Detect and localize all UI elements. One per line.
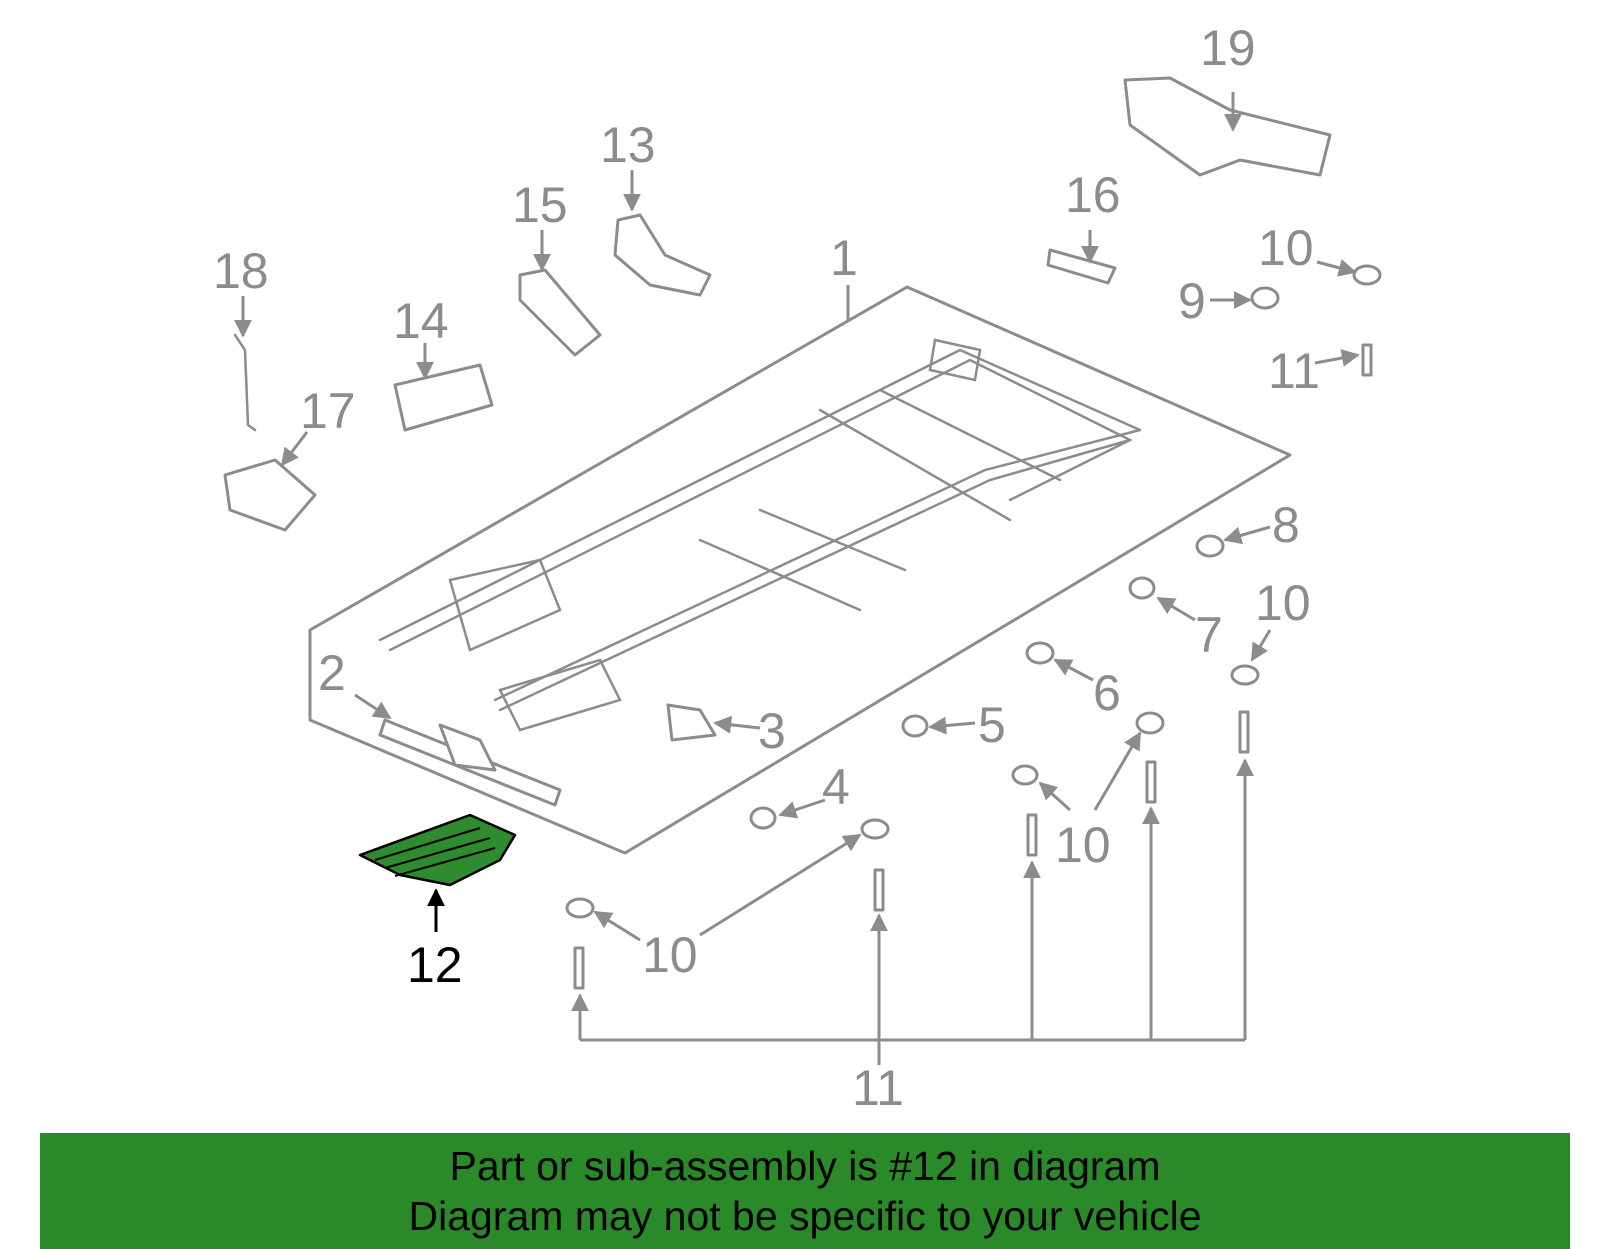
callout-10-a: 10 — [1258, 220, 1314, 276]
callout-5: 5 — [978, 697, 1006, 753]
part-17-mount — [223, 458, 317, 532]
callout-labels: 1 2 3 4 5 6 7 8 9 10 10 10 10 11 11 12 1… — [213, 20, 1320, 1116]
callout-19: 19 — [1200, 20, 1256, 76]
frame-assembly — [308, 285, 1292, 855]
leader-lines — [234, 92, 1360, 1065]
callout-10-d: 10 — [642, 927, 698, 983]
callout-8: 8 — [1272, 497, 1300, 553]
callout-10-b: 10 — [1255, 575, 1311, 631]
fasteners — [565, 264, 1382, 990]
callout-1: 1 — [830, 230, 858, 286]
callout-11-a: 11 — [1268, 343, 1320, 399]
banner-line-disclaimer: Diagram may not be specific to your vehi… — [408, 1193, 1202, 1239]
callout-3: 3 — [758, 703, 786, 759]
part-12-skid-plate — [358, 813, 517, 887]
callout-16: 16 — [1065, 167, 1121, 223]
part-19-crossmember — [1123, 76, 1332, 177]
parts-diagram: 1 2 3 4 5 6 7 8 9 10 10 10 10 11 11 12 1… — [213, 20, 1382, 1116]
part-15-bracket — [518, 268, 602, 357]
callout-7: 7 — [1195, 607, 1223, 663]
info-banner: Part or sub-assembly is #12 in diagram D… — [40, 1133, 1570, 1249]
callout-12: 12 — [407, 937, 463, 993]
part-16-bracket — [1046, 248, 1117, 285]
part-14-bracket — [393, 363, 494, 432]
callout-2: 2 — [318, 645, 346, 701]
callout-10-c: 10 — [1055, 817, 1111, 873]
part-3-bracket — [666, 703, 717, 742]
part-13-bracket — [613, 213, 712, 297]
callout-13: 13 — [600, 117, 656, 173]
callout-18: 18 — [213, 243, 269, 299]
callout-9: 9 — [1178, 273, 1206, 329]
callout-4: 4 — [822, 759, 850, 815]
callout-11-b: 11 — [852, 1060, 904, 1116]
part-18-rod — [233, 333, 257, 432]
callout-14: 14 — [393, 293, 449, 349]
callout-15: 15 — [512, 177, 568, 233]
part-2-crossmember-tube — [378, 718, 562, 807]
callout-17: 17 — [300, 383, 356, 439]
banner-line-part: Part or sub-assembly is #12 in diagram — [449, 1143, 1161, 1189]
callout-6: 6 — [1093, 665, 1121, 721]
